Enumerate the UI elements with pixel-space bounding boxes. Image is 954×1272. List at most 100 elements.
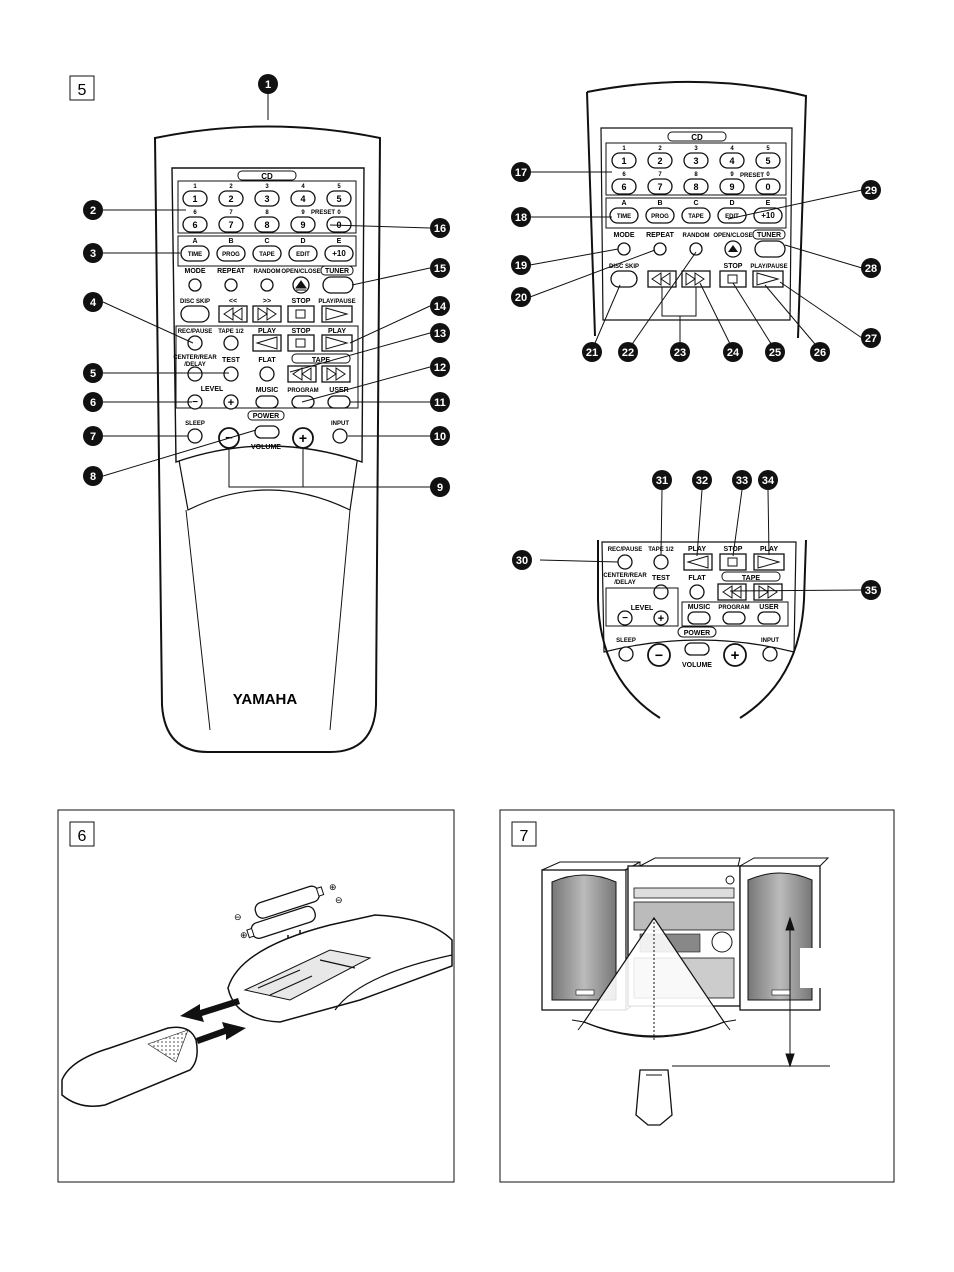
- numpad-key-3-2[interactable]: [683, 152, 709, 169]
- callout-18: 18: [515, 212, 527, 224]
- tape-button-2[interactable]: [681, 207, 711, 224]
- cd-stop-button-2[interactable]: [719, 270, 747, 288]
- tape-play-reverse-button-2[interactable]: [683, 553, 713, 571]
- callout-22: 22: [622, 347, 634, 359]
- callout-5: 5: [90, 368, 96, 380]
- callout-34-badge: [758, 470, 778, 490]
- repeat-button[interactable]: [224, 278, 238, 292]
- tape-label: TAPE: [312, 357, 330, 364]
- rec-pause-button-2[interactable]: [617, 554, 633, 570]
- numpad-key-5-2[interactable]: [755, 152, 781, 169]
- mode-button[interactable]: [188, 278, 202, 292]
- power-button-2[interactable]: [684, 642, 710, 656]
- volume-label-2: VOLUME: [682, 662, 712, 669]
- reception-cone: [571, 916, 737, 1040]
- level-minus-button-2[interactable]: [617, 610, 633, 626]
- time-button[interactable]: [180, 245, 210, 262]
- tuner-button-2[interactable]: [754, 240, 786, 258]
- tape-stop-button[interactable]: [287, 334, 315, 352]
- fn-letter-c-2: C: [693, 200, 698, 207]
- tape-stop-button-2[interactable]: [719, 553, 747, 571]
- music-button[interactable]: [255, 395, 279, 409]
- batteries: ⊕ ⊖ ⊖ ⊕: [234, 882, 343, 940]
- input-button-2[interactable]: [762, 646, 778, 662]
- tuner-button[interactable]: [322, 276, 354, 294]
- tape-button[interactable]: [252, 245, 282, 262]
- time-button-2[interactable]: [609, 207, 639, 224]
- callout-28-badge: [861, 258, 881, 278]
- numpad-key-8[interactable]: [254, 216, 280, 233]
- prog-button-2[interactable]: [645, 207, 675, 224]
- figure-6-label: 6: [78, 828, 87, 845]
- numpad-key-2[interactable]: [218, 190, 244, 207]
- skip-forward-icon: [257, 307, 277, 321]
- remote-tip: [635, 1069, 673, 1126]
- remote-top-detail-body: [586, 80, 808, 339]
- input-button[interactable]: [332, 428, 348, 444]
- sleep-button-2[interactable]: [618, 646, 634, 662]
- battery-compartment: [243, 949, 372, 1001]
- numpad-key-6[interactable]: [182, 216, 208, 233]
- tape-play-reverse-button[interactable]: [252, 334, 282, 352]
- numpad-key-8-2[interactable]: [683, 178, 709, 195]
- test-button-2[interactable]: [653, 584, 669, 600]
- disc-skip-button-2[interactable]: [610, 270, 638, 288]
- numpad-key-0-2[interactable]: [755, 178, 781, 195]
- numpad-key-0[interactable]: [326, 216, 352, 233]
- numpad-key-7-2[interactable]: [647, 178, 673, 195]
- mode-button-2[interactable]: [617, 242, 631, 256]
- numpad-key-5[interactable]: [326, 190, 352, 207]
- rewind-icon: [292, 367, 312, 381]
- random-button-2[interactable]: [689, 242, 703, 256]
- rec-pause-button[interactable]: [187, 335, 203, 351]
- numpad-key-3[interactable]: [254, 190, 280, 207]
- program-button-2[interactable]: [722, 611, 746, 625]
- figure-7-label: 7: [520, 828, 529, 845]
- numpad-key-1-2[interactable]: [611, 152, 637, 169]
- edit-button[interactable]: [288, 245, 318, 262]
- center-rear-delay-button[interactable]: [187, 366, 203, 382]
- user-button-2[interactable]: [757, 611, 781, 625]
- callout-19-badge: [511, 255, 531, 275]
- callout-2: 2: [90, 205, 96, 217]
- cd-play-pause-button[interactable]: [321, 305, 353, 323]
- sleep-button[interactable]: [187, 428, 203, 444]
- random-button[interactable]: [260, 278, 274, 292]
- volume-down-button-2[interactable]: [647, 643, 671, 667]
- cd-play-pause-button-2[interactable]: [752, 270, 784, 288]
- music-button-2[interactable]: [687, 611, 711, 625]
- numpad-key-9-2[interactable]: [719, 178, 745, 195]
- repeat-button-2[interactable]: [653, 242, 667, 256]
- flat-button[interactable]: [259, 366, 275, 382]
- leader-lines-top-right: [529, 171, 863, 351]
- tape12-button-2[interactable]: [653, 554, 669, 570]
- tape12-button[interactable]: [223, 335, 239, 351]
- sleep-label: SLEEP: [185, 421, 205, 427]
- figure-5-box: [69, 75, 95, 101]
- test-button[interactable]: [223, 366, 239, 382]
- disc-skip-button[interactable]: [180, 305, 210, 323]
- delay-label: /DELAY: [184, 362, 205, 368]
- time-button-label: TIME: [188, 252, 202, 258]
- numpad-key-2-2[interactable]: [647, 152, 673, 169]
- callout-11-badge: [430, 392, 450, 412]
- callout-1: 1: [265, 79, 271, 91]
- power-button[interactable]: [254, 425, 280, 439]
- numpad-key-4-2[interactable]: [719, 152, 745, 169]
- flat-button-2[interactable]: [689, 584, 705, 600]
- numpad-key-7[interactable]: [218, 216, 244, 233]
- numpad-key-6-2[interactable]: [611, 178, 637, 195]
- numpad-key-9[interactable]: [290, 216, 316, 233]
- tape-play-forward-button[interactable]: [321, 334, 353, 352]
- numpad-key-1[interactable]: [182, 190, 208, 207]
- center-rear-label-2: CENTER/REAR: [603, 573, 647, 579]
- numpad-key-4[interactable]: [290, 190, 316, 207]
- level-plus-button[interactable]: [223, 394, 239, 410]
- level-plus-button-2[interactable]: [653, 610, 669, 626]
- plus10-button[interactable]: [324, 245, 354, 262]
- callout-18-badge: [511, 207, 531, 227]
- volume-up-button-2[interactable]: [723, 643, 747, 667]
- cd-stop-button[interactable]: [287, 305, 315, 323]
- prog-button[interactable]: [216, 245, 246, 262]
- user-button[interactable]: [327, 395, 351, 409]
